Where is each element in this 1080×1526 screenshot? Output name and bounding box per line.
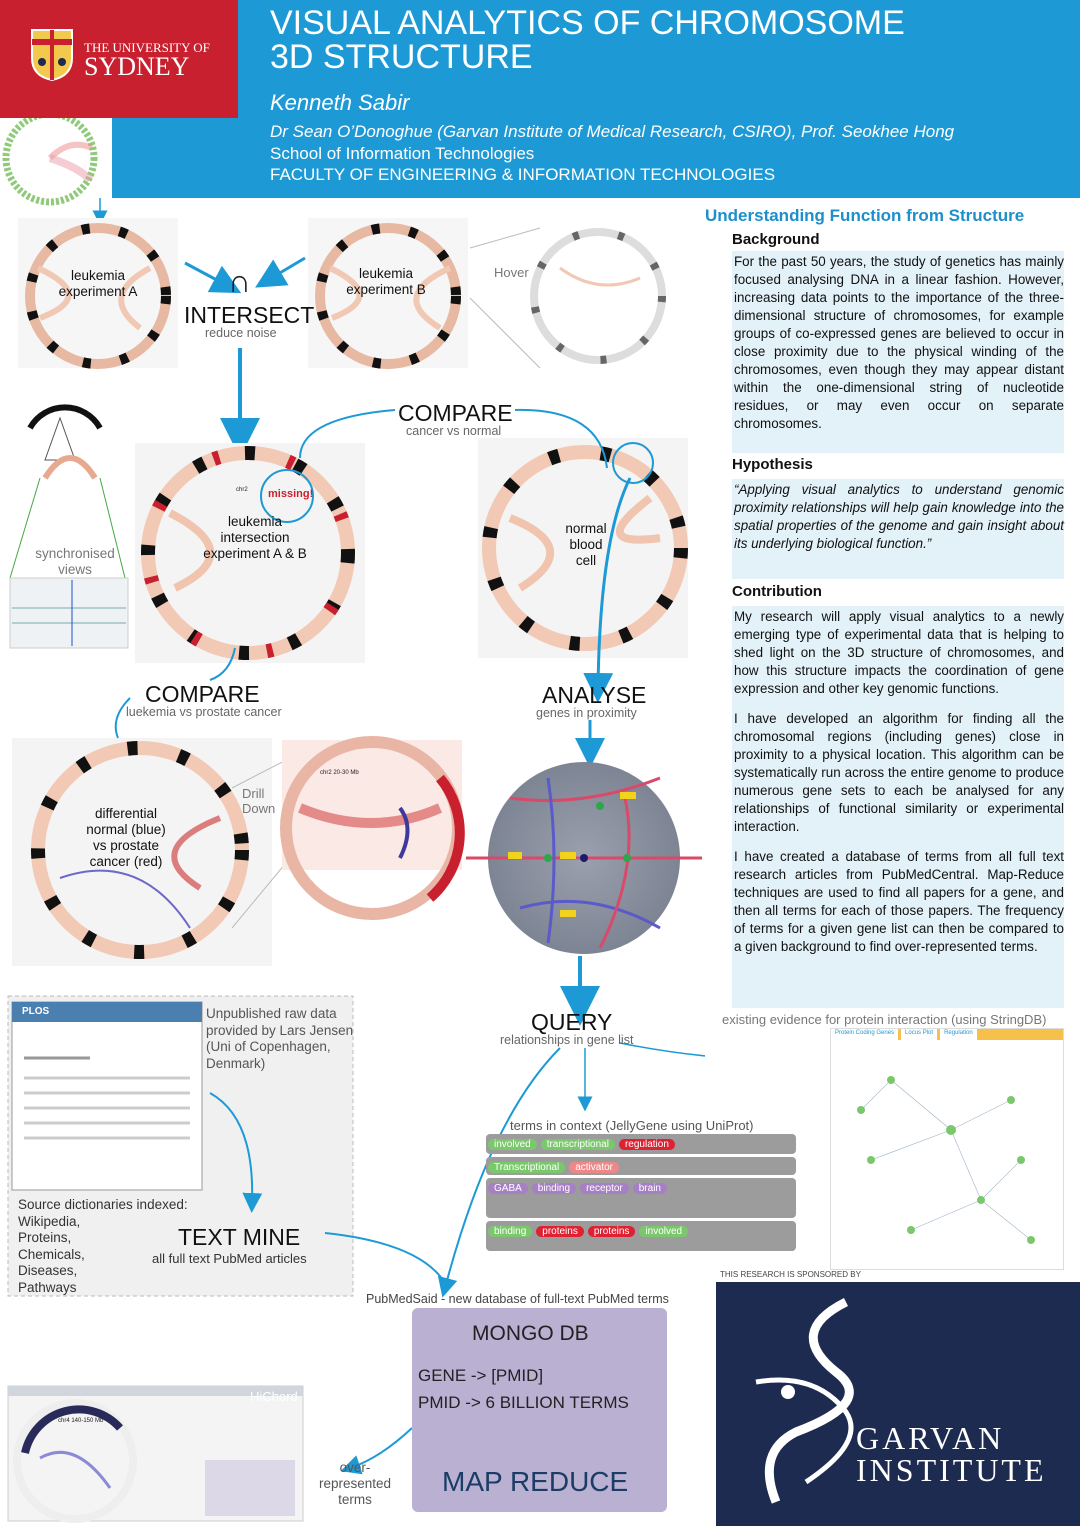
hichord-title: HiChord (250, 1389, 298, 1404)
intersect-heading: INTERSECT (184, 302, 315, 328)
contribution-paragraph-1: My research will apply visual analytics … (734, 609, 1064, 696)
over-represented-label: over-represented terms (318, 1460, 392, 1507)
contribution-panel: My research will apply visual analytics … (732, 606, 1064, 1008)
stringdb-tabs: Protein Coding Genes Locus Plot Regulati… (831, 1029, 1063, 1040)
mongo-db-box: MONGO DB GENE -> [PMID] PMID -> 6 BILLIO… (412, 1308, 667, 1512)
plos-screenshot (7, 995, 354, 1297)
contribution-paragraph-2: I have developed an algorithm for findin… (734, 711, 1064, 834)
compare-heading-2: COMPARE (145, 681, 260, 707)
garvan-name-line1: GARVAN (856, 1420, 1005, 1456)
background-text: For the past 50 years, the study of gene… (734, 254, 1064, 431)
crest-icon (31, 29, 73, 82)
tab-protein-coding[interactable]: Protein Coding Genes (831, 1029, 899, 1040)
section-title: Understanding Function from Structure (705, 206, 1025, 225)
school: School of Information Technologies (270, 144, 535, 163)
query-heading: QUERY (531, 1009, 613, 1035)
hypothesis-panel: “Applying visual analytics to understand… (732, 479, 1064, 579)
plos-logo: PLOS (22, 1006, 50, 1017)
header-background (238, 0, 1080, 118)
university-name-line2: SYDNEY (84, 52, 190, 81)
unpublished-note: Unpublished raw data provided by Lars Je… (206, 1006, 354, 1071)
map-reduce-label: MAP REDUCE (442, 1466, 629, 1497)
circle-plot-hover (469, 227, 666, 369)
circle-plot-normal (478, 438, 688, 658)
circle-plot-intersection (135, 443, 365, 663)
circle-plot-a (18, 218, 178, 369)
hover-label: Hover (494, 265, 529, 280)
circle-plot-b (308, 218, 468, 369)
normal-label: normal blood cell (565, 521, 607, 568)
header-band (112, 118, 1080, 198)
pubmedsaid-caption: PubMedSaid - new database of full-text P… (366, 1292, 669, 1306)
circle-a-label: leukemia experiment A (58, 268, 138, 299)
dictionaries-title: Source dictionaries indexed: (18, 1197, 188, 1212)
mongo-heading: MONGO DB (472, 1322, 589, 1345)
chr-label-intersection: chr2 (236, 487, 248, 493)
tab-locus-plot[interactable]: Locus Plot (901, 1029, 938, 1040)
circle-b-label: leukemia experiment B (346, 266, 426, 297)
university-name-line1: THE UNIVERSITY OF (84, 40, 210, 55)
title-line-1: VISUAL ANALYTICS OF CHROMOSOME (270, 4, 905, 42)
garvan-logo-panel: GARVAN INSTITUTE (716, 1282, 1080, 1526)
analyse-subtitle: genes in proximity (536, 706, 637, 720)
supervisors: Dr Sean O’Donoghue (Garvan Institute of … (270, 122, 955, 141)
compare-heading-1: COMPARE (398, 400, 513, 426)
background-panel: For the past 50 years, the study of gene… (732, 251, 1064, 453)
dna-figure-icon (755, 1297, 854, 1504)
compare-subtitle-2: luekemia vs prostate cancer (126, 705, 282, 719)
background-heading: Background (732, 231, 820, 248)
university-logo-panel: THE UNIVERSITY OF SYDNEY (0, 0, 238, 118)
drill-down-zoom (280, 736, 465, 920)
dictionary-diseases: Diseases, (18, 1263, 78, 1278)
thumbnail-circos (2, 118, 98, 206)
drill-down-label: Drill Down (242, 786, 276, 816)
pmid-terms-mapping: PMID -> 6 BILLION TERMS (418, 1393, 629, 1412)
gene-pmid-mapping: GENE -> [PMID] (418, 1366, 544, 1385)
intersect-symbol: ∩ (228, 263, 251, 299)
hichord-region-label: chr4 140-150 Mb (58, 1418, 104, 1424)
author-name: Kenneth Sabir (270, 90, 410, 115)
contribution-paragraph-3: I have created a database of terms from … (734, 849, 1064, 954)
analyse-heading: ANALYSE (542, 682, 647, 708)
hichord-screenshot (7, 1385, 304, 1523)
faculty: FACULTY OF ENGINEERING & INFORMATION TEC… (270, 165, 776, 184)
poster-title: VISUAL ANALYTICS OF CHROMOSOME 3D STRUCT… (270, 6, 905, 74)
hypothesis-text: “Applying visual analytics to understand… (734, 482, 1064, 551)
stringdb-panel: Protein Coding Genes Locus Plot Regulati… (830, 1028, 1064, 1270)
text-mine-heading: TEXT MINE (178, 1224, 301, 1250)
interaction-network (857, 1076, 1035, 1244)
jellygene-caption: terms in context (JellyGene using UniPro… (510, 1118, 754, 1133)
title-line-2: 3D STRUCTURE (270, 38, 533, 76)
zoom-region-label: chr2 20-30 Mb (320, 770, 359, 776)
query-subtitle: relationships in gene list (500, 1033, 634, 1047)
differential-label: differential normal (blue) vs prostate c… (86, 806, 166, 869)
circle-plot-differential (12, 738, 272, 966)
hypothesis-heading: Hypothesis (732, 456, 813, 473)
dictionary-pathways: Pathways (18, 1279, 77, 1295)
compare-subtitle-1: cancer vs normal (406, 424, 502, 438)
intersect-subtitle: reduce noise (205, 326, 277, 340)
dictionaries-list: Source dictionaries indexed: Wikipedia, … (18, 1197, 188, 1296)
stringdb-caption: existing evidence for protein interactio… (722, 1012, 1047, 1027)
synchronised-label: synchronised views (35, 546, 115, 577)
tab-regulation[interactable]: Regulation (940, 1029, 977, 1040)
missing-label: missing! (268, 488, 314, 500)
dictionary-chemicals: Chemicals, (18, 1246, 85, 1262)
garvan-name-line2: INSTITUTE (856, 1452, 1047, 1488)
sponsor-note: THIS RESEARCH IS SPONSORED BY (720, 1270, 861, 1279)
dictionary-proteins: Proteins, (18, 1230, 72, 1245)
workflow-diagram (2, 118, 705, 1523)
intersection-label: leukemia intersection experiment A & B (203, 514, 307, 561)
contribution-heading: Contribution (732, 583, 822, 600)
text-mine-subtitle: all full text PubMed articles (152, 1251, 307, 1266)
synchronised-views (9, 404, 129, 649)
dictionary-wikipedia: Wikipedia, (18, 1213, 81, 1229)
proximity-globe (466, 762, 702, 954)
